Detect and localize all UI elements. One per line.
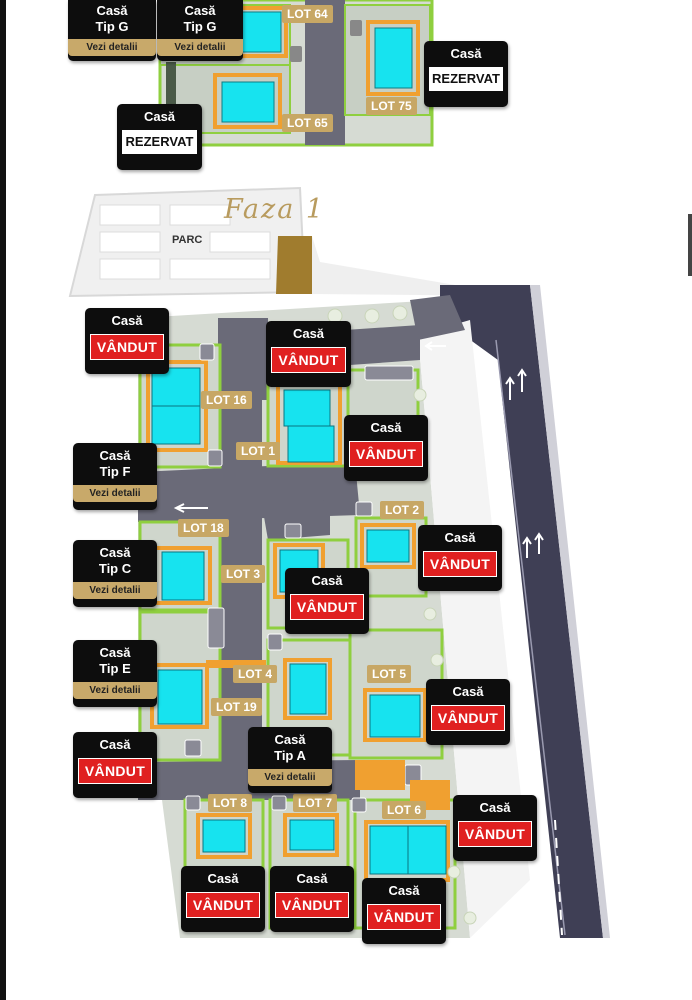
reserved-badge: REZERVAT (122, 130, 197, 154)
card-sold-lot-6b[interactable]: Casă VÂNDUT (362, 878, 446, 944)
card-sold-lot-16[interactable]: Casă VÂNDUT (85, 308, 169, 374)
sold-badge: VÂNDUT (367, 904, 441, 930)
details-link[interactable]: Vezi detalii (73, 582, 157, 599)
card-title: Casă (99, 737, 131, 752)
sold-badge: VÂNDUT (275, 892, 349, 918)
card-title: Casă (444, 530, 476, 545)
card-sold-lot-7[interactable]: Casă VÂNDUT (270, 866, 354, 932)
lot-8-badge[interactable]: LOT 8 (208, 794, 253, 812)
upper-phase-map (158, 0, 434, 147)
card-title: Casă (143, 109, 176, 124)
card-sold-lot-3[interactable]: Casă VÂNDUT (285, 568, 369, 634)
card-title: Casă (99, 645, 131, 660)
phase-title: Faza 1 (224, 194, 326, 225)
sold-badge: VÂNDUT (271, 347, 346, 373)
details-link[interactable]: Vezi detalii (73, 682, 157, 699)
card-type: Tip C (98, 561, 132, 576)
card-tip-c[interactable]: Casă Tip C Vezi detalii (73, 540, 157, 607)
card-tip-g-1[interactable]: Casă Tip G Vezi detalii (68, 0, 156, 61)
card-type: Tip F (99, 464, 131, 479)
card-reserved-1[interactable]: Casă REZERVAT (424, 41, 508, 107)
reserved-badge: REZERVAT (429, 67, 503, 91)
lot-6-badge[interactable]: LOT 6 (382, 801, 427, 819)
details-link[interactable]: Vezi detalii (68, 39, 156, 56)
lot-16-badge[interactable]: LOT 16 (201, 391, 252, 409)
lot-64-badge[interactable]: LOT 64 (282, 5, 333, 23)
lot-7-badge[interactable]: LOT 7 (293, 794, 338, 812)
lot-2-badge[interactable]: LOT 2 (380, 501, 425, 519)
card-type: Tip A (274, 748, 306, 763)
details-link[interactable]: Vezi detalii (248, 769, 332, 786)
card-sold-lot-2[interactable]: Casă VÂNDUT (418, 525, 502, 591)
lot-19-badge[interactable]: LOT 19 (211, 698, 262, 716)
screen-edge (0, 0, 6, 1000)
card-tip-a[interactable]: Casă Tip A Vezi detalii (248, 727, 332, 793)
sold-badge: VÂNDUT (90, 334, 164, 360)
card-title: Casă (479, 800, 511, 815)
lot-4-badge[interactable]: LOT 4 (233, 665, 278, 683)
card-title: Casă (296, 871, 328, 886)
card-sold-lot-1[interactable]: Casă VÂNDUT (344, 415, 428, 481)
card-title: Casă (370, 420, 402, 435)
card-title: Casă (207, 871, 239, 886)
card-title: Casă (96, 3, 128, 18)
sold-badge: VÂNDUT (78, 758, 152, 784)
card-title: Casă (292, 326, 325, 341)
overview-sketch (68, 186, 520, 298)
sold-badge: VÂNDUT (458, 821, 532, 847)
sold-badge: VÂNDUT (290, 594, 364, 620)
card-sold-lot-5[interactable]: Casă VÂNDUT (426, 679, 510, 745)
card-type: Tip G (95, 19, 129, 34)
card-title: Casă (184, 3, 216, 18)
lot-18-badge[interactable]: LOT 18 (178, 519, 229, 537)
park-label: PARC (172, 234, 203, 246)
details-link[interactable]: Vezi detalii (157, 39, 243, 56)
card-title: Casă (99, 545, 131, 560)
card-tip-g-2[interactable]: Casă Tip G Vezi detalii (157, 0, 243, 61)
scroll-indicator[interactable] (688, 214, 692, 276)
sold-badge: VÂNDUT (349, 441, 423, 467)
lot-65-badge[interactable]: LOT 65 (282, 114, 333, 132)
sold-badge: VÂNDUT (186, 892, 260, 918)
card-tip-f[interactable]: Casă Tip F Vezi detalii (73, 443, 157, 510)
card-reserved-2[interactable]: Casă REZERVAT (117, 104, 202, 170)
card-title: Casă (450, 46, 482, 61)
card-title: Casă (99, 448, 131, 463)
sold-badge: VÂNDUT (431, 705, 505, 731)
card-title: Casă (111, 313, 143, 328)
lot-3-badge[interactable]: LOT 3 (221, 565, 266, 583)
sold-badge: VÂNDUT (423, 551, 497, 577)
card-sold-lot-1-top[interactable]: Casă VÂNDUT (266, 321, 351, 387)
card-type: Tip G (183, 19, 217, 34)
card-sold-lot-8[interactable]: Casă VÂNDUT (181, 866, 265, 932)
card-title: Casă (452, 684, 484, 699)
card-title: Casă (274, 732, 306, 747)
lot-1-badge[interactable]: LOT 1 (236, 442, 281, 460)
lot-75-badge[interactable]: LOT 75 (366, 97, 417, 115)
card-sold-lot-19[interactable]: Casă VÂNDUT (73, 732, 157, 798)
card-type: Tip E (99, 661, 131, 676)
lot-5-badge[interactable]: LOT 5 (367, 665, 412, 683)
card-sold-lot-6[interactable]: Casă VÂNDUT (453, 795, 537, 861)
card-tip-e[interactable]: Casă Tip E Vezi detalii (73, 640, 157, 707)
details-link[interactable]: Vezi detalii (73, 485, 157, 502)
card-title: Casă (311, 573, 343, 588)
card-title: Casă (388, 883, 420, 898)
